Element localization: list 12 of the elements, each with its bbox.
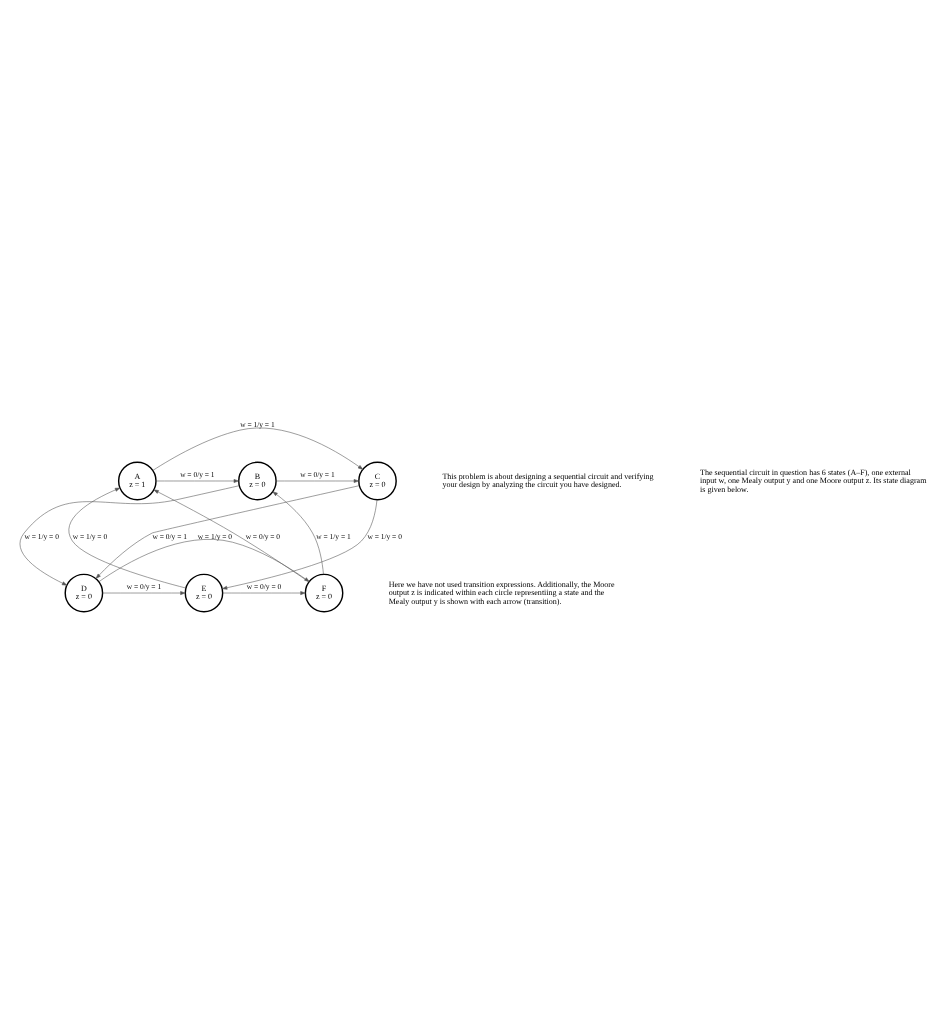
arrow [222,590,306,594]
arrow [102,590,186,594]
arrow [95,484,360,578]
arrow [153,488,310,582]
arrow [155,478,239,482]
arrow [222,498,378,589]
arrow [152,426,364,470]
arrow [19,484,240,585]
arrow [272,490,324,574]
arrow [275,478,359,482]
arrow [98,538,310,582]
arrow [68,486,187,588]
